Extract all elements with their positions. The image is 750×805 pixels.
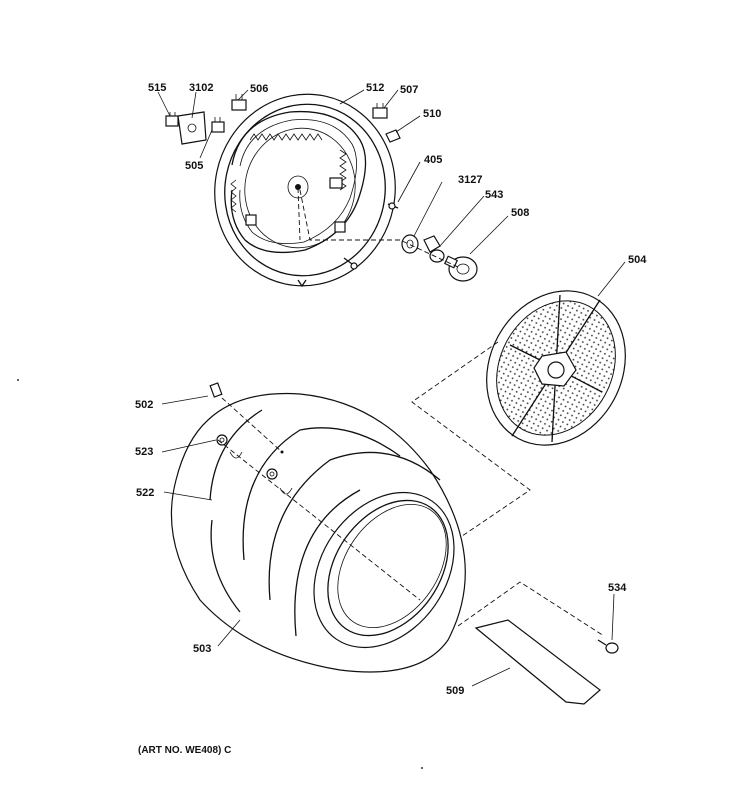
callout-502: 502 — [135, 399, 153, 411]
callout-3102: 3102 — [189, 82, 213, 94]
callout-505: 505 — [185, 160, 203, 172]
callout-534: 534 — [608, 582, 627, 594]
drum-rear-plate-504 — [486, 290, 626, 446]
thermostat-507 — [372, 103, 388, 119]
clip-510 — [385, 129, 401, 143]
bearing-543 — [423, 235, 445, 263]
screw-lower — [343, 257, 358, 270]
callout-405: 405 — [424, 154, 442, 166]
callout-3127: 3127 — [458, 174, 482, 186]
callout-506: 506 — [250, 83, 268, 95]
callout-522: 522 — [136, 487, 154, 499]
thermostat-505 — [211, 117, 225, 133]
callout-510: 510 — [423, 108, 441, 120]
drum-glide-509 — [474, 619, 601, 705]
dryer-drum — [170, 392, 466, 673]
callout-512: 512 — [366, 82, 384, 94]
callout-503: 503 — [193, 643, 211, 655]
gasket-plate-3102 — [177, 111, 207, 145]
callout-523: 523 — [135, 446, 153, 458]
washer-3127 — [401, 234, 419, 254]
callout-543: 543 — [485, 189, 503, 201]
screw-534 — [597, 639, 619, 654]
thermostat-506 — [231, 94, 247, 111]
terminal-block-515 — [165, 112, 179, 127]
rear-bulkhead — [214, 93, 396, 288]
shaft-508 — [443, 255, 478, 282]
art-number: (ART NO. WE408) C — [138, 745, 232, 756]
leader-lines — [157, 89, 626, 687]
callout-509: 509 — [446, 685, 464, 697]
screw-405 — [387, 202, 399, 210]
callout-515: 515 — [148, 82, 166, 94]
callout-508: 508 — [511, 207, 529, 219]
bolt-502 — [209, 382, 283, 453]
callout-504: 504 — [628, 254, 647, 266]
callout-507: 507 — [400, 84, 418, 96]
